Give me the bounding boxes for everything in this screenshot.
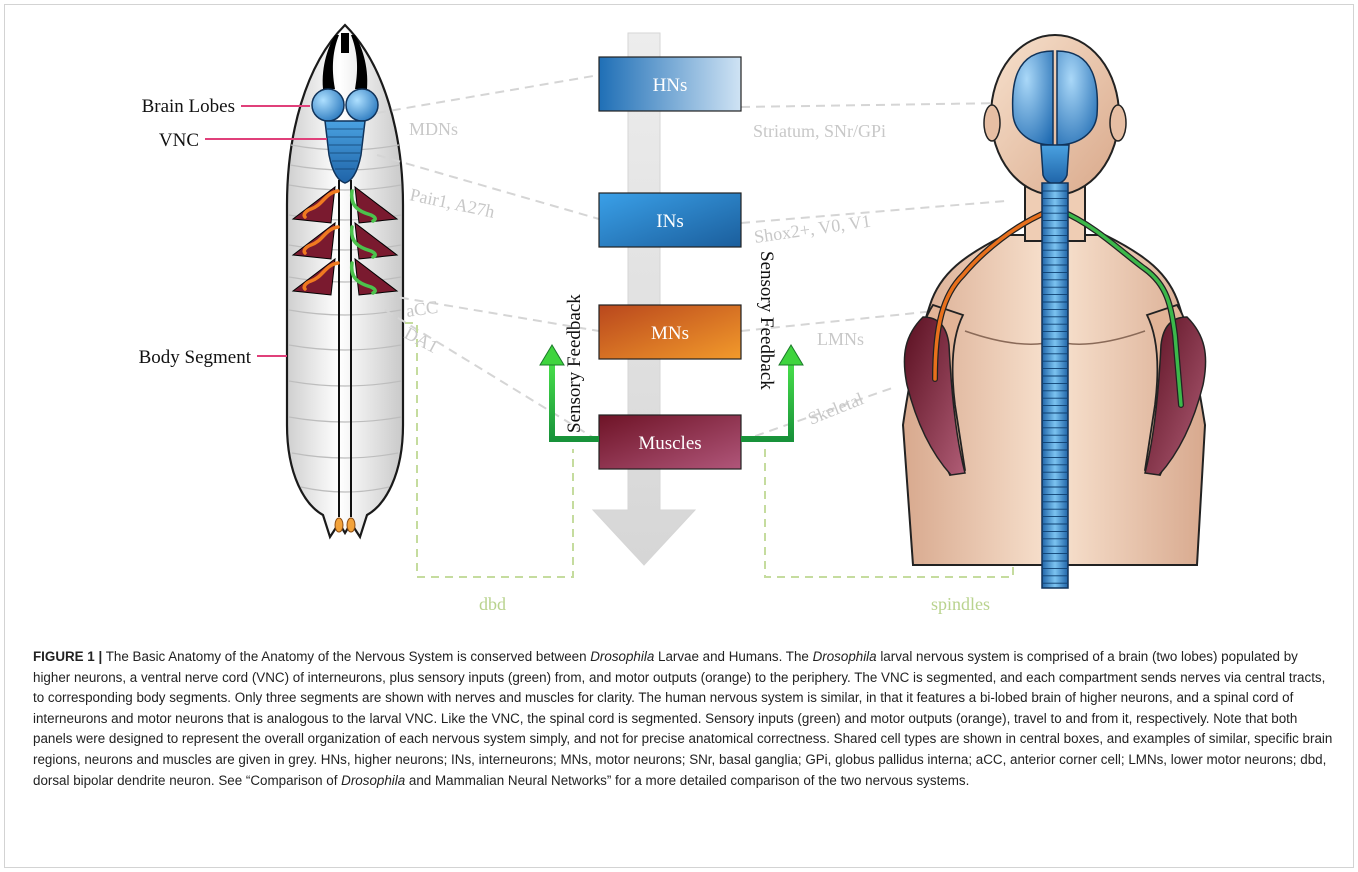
caption-italic-1: Drosophila: [590, 649, 654, 664]
mns-label: MNs: [651, 323, 689, 344]
lmns-label: LMNs: [817, 329, 864, 349]
muscles-label: Muscles: [638, 433, 701, 454]
skeletal-label: Skeletal: [805, 388, 866, 428]
sensory-feedback-left-label: Sensory Feedback: [564, 294, 585, 433]
mdns-label: MDNs: [409, 119, 458, 139]
ins-label: INs: [656, 211, 683, 232]
larva-illustration: [287, 25, 403, 537]
brain-lobes-label: Brain Lobes: [142, 96, 235, 117]
dbd-label: dbd: [479, 594, 506, 614]
caption-italic-3: Drosophila: [341, 773, 405, 788]
figure-caption: FIGURE 1 | The Basic Anatomy of the Anat…: [33, 647, 1333, 791]
figure-illustration: Brain Lobes VNC Body Segment HNs INs MNs…: [5, 5, 1355, 645]
da1-label: DA1: [401, 323, 441, 357]
caption-text-2: Larvae and Humans. The: [654, 649, 812, 664]
hierarchy-arrow: [593, 33, 695, 565]
striatum-label: Striatum, SNr/GPi: [753, 121, 886, 141]
pair1-label: Pair1, A27h: [408, 184, 496, 221]
sensory-feedback-right-label: Sensory Feedback: [756, 251, 777, 390]
shox-label: Shox2+, V0, V1: [753, 211, 872, 247]
figure-frame: Brain Lobes VNC Body Segment HNs INs MNs…: [4, 4, 1354, 868]
acc-label: aCC: [405, 297, 439, 321]
caption-text-3: larval nervous system is comprised of a …: [33, 649, 1332, 788]
human-illustration: [903, 35, 1206, 588]
caption-text-1: The Basic Anatomy of the Anatomy of the …: [102, 649, 590, 664]
vnc-label: VNC: [159, 130, 199, 151]
body-segment-label: Body Segment: [139, 347, 252, 368]
spindles-label: spindles: [931, 594, 990, 614]
caption-lead: FIGURE 1 |: [33, 649, 102, 664]
caption-text-4: and Mammalian Neural Networks” for a mor…: [405, 773, 969, 788]
hns-label: HNs: [653, 75, 688, 96]
caption-italic-2: Drosophila: [813, 649, 877, 664]
